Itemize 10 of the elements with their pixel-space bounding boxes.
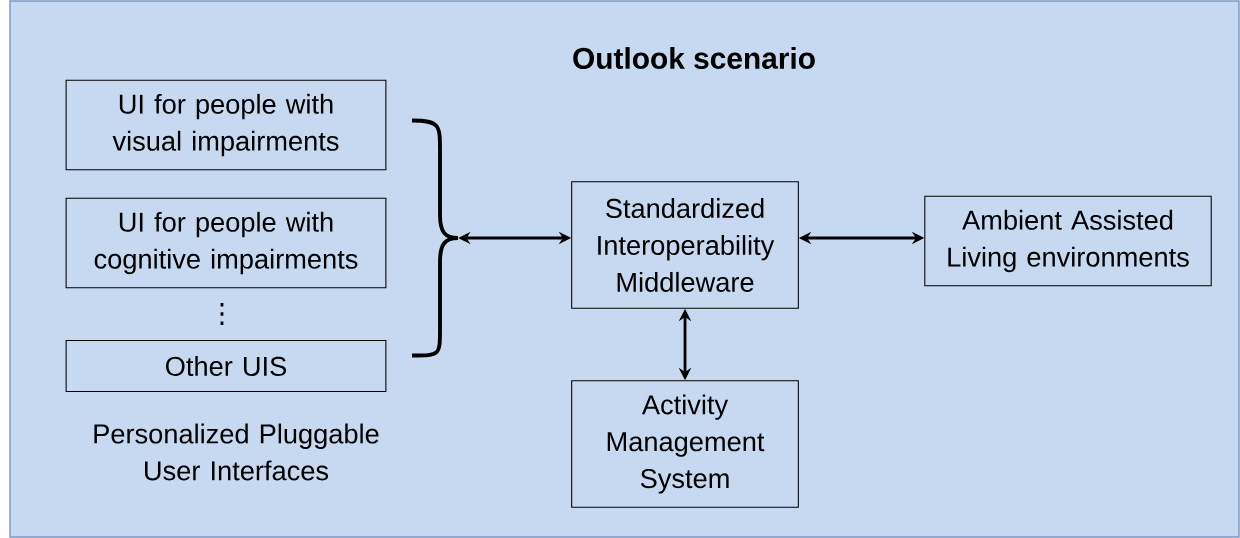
vertical-ellipsis: ⋮ — [220, 303, 224, 325]
title: Outlook scenario — [573, 47, 815, 69]
group-caption: Personalized Pluggable User Interfaces — [94, 423, 379, 481]
process-box: Ambient Assisted Living environments — [924, 195, 1212, 287]
curly-brace — [411, 118, 460, 358]
process-box: Other UIS — [65, 340, 387, 392]
process-box: UI for people with visual impairments — [65, 79, 387, 171]
process-box: UI for people with cognitive impairments — [65, 197, 387, 289]
process-box: Activity Management System — [571, 380, 799, 508]
process-box: Standardized Interoperability Middleware — [571, 181, 799, 309]
